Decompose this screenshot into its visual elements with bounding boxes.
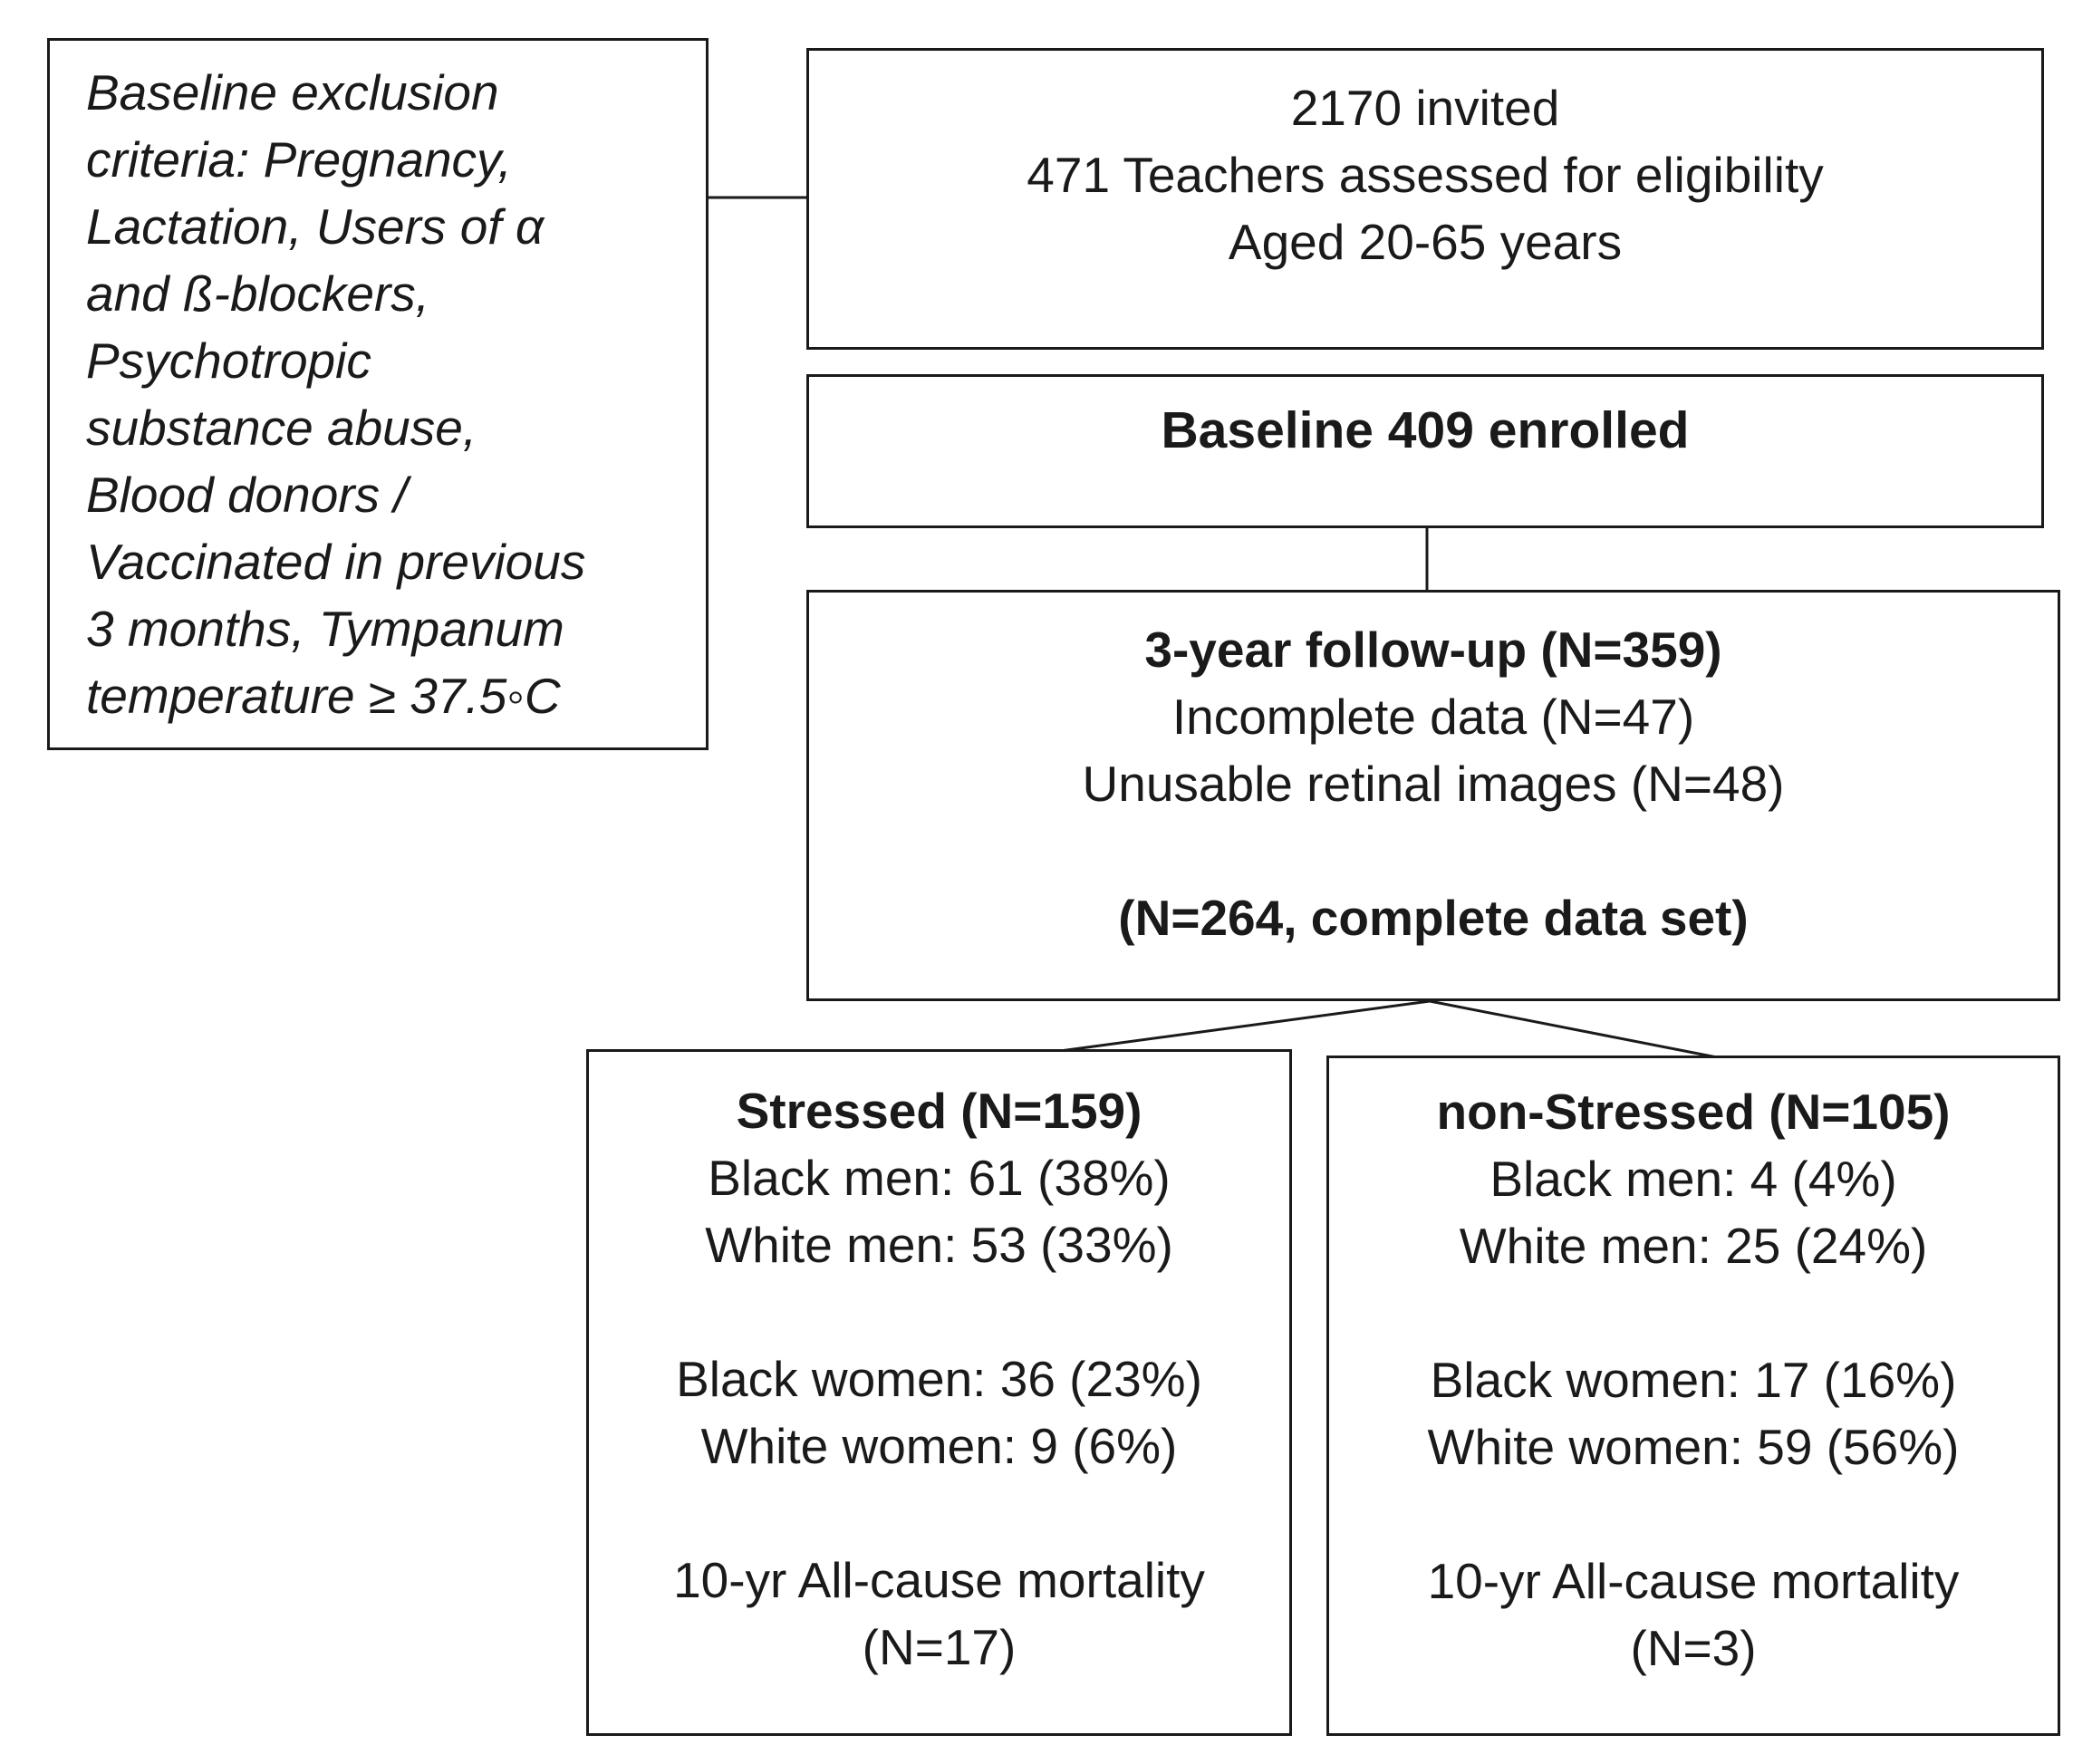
unusable-images: Unusable retinal images (N=48)	[1082, 756, 1785, 812]
non-stressed-mortality-value: (N=3)	[1630, 1620, 1757, 1676]
spacer	[1329, 1279, 2058, 1346]
exclusion-line: Blood donors /	[86, 467, 408, 523]
exclusion-line: and ß-blockers,	[86, 265, 430, 322]
stressed-white-men: White men: 53 (33%)	[705, 1217, 1173, 1273]
stressed-black-men: Black men: 61 (38%)	[708, 1150, 1171, 1206]
stressed-white-women: White women: 9 (6%)	[700, 1418, 1178, 1474]
exclusion-line: Psychotropic	[86, 333, 371, 389]
invited-count: 2170 invited	[1290, 80, 1560, 136]
baseline-title: Baseline 409 enrolled	[1161, 401, 1690, 459]
stressed-group-box: Stressed (N=159) Black men: 61 (38%) Whi…	[586, 1049, 1292, 1736]
exclusion-line: Baseline exclusion	[86, 64, 499, 120]
non-stressed-white-women: White women: 59 (56%)	[1427, 1419, 1960, 1475]
non-stressed-mortality-label: 10-yr All-cause mortality	[1427, 1553, 1960, 1609]
exclusion-line: 3 months, Tympanum	[86, 601, 564, 657]
invited-box: 2170 invited 471 Teachers assessed for e…	[806, 48, 2044, 350]
age-range: Aged 20-65 years	[1228, 214, 1623, 270]
non-stressed-black-men: Black men: 4 (4%)	[1489, 1151, 1897, 1207]
exclusion-line: temperature ≥ 37.5◦C	[86, 668, 561, 724]
assessed-count: 471 Teachers assessed for eligibility	[1027, 147, 1824, 203]
stressed-title: Stressed (N=159)	[736, 1083, 1142, 1139]
exclusion-criteria-box: Baseline exclusion criteria: Pregnancy, …	[47, 38, 709, 750]
non-stressed-black-women: Black women: 17 (16%)	[1430, 1352, 1957, 1408]
incomplete-data: Incomplete data (N=47)	[1171, 689, 1695, 745]
exclusion-line: Vaccinated in previous	[86, 534, 586, 590]
followup-box: 3-year follow-up (N=359) Incomplete data…	[806, 590, 2060, 1001]
complete-data-set: (N=264, complete data set)	[1118, 890, 1749, 946]
spacer	[1329, 1480, 2058, 1547]
non-stressed-white-men: White men: 25 (24%)	[1459, 1218, 1928, 1274]
exclusion-line: substance abuse,	[86, 400, 477, 456]
baseline-enrolled-box: Baseline 409 enrolled	[806, 374, 2044, 528]
connector-followup-to-stressed	[1059, 999, 1431, 1053]
non-stressed-group-box: non-Stressed (N=105) Black men: 4 (4%) W…	[1326, 1056, 2060, 1736]
exclusion-line: Lactation, Users of α	[86, 198, 545, 255]
stressed-black-women: Black women: 36 (23%)	[676, 1351, 1202, 1407]
connector-followup-to-nonstressed	[1429, 999, 1718, 1059]
spacer	[589, 1278, 1289, 1345]
spacer	[589, 1480, 1289, 1547]
stressed-mortality-label: 10-yr All-cause mortality	[673, 1552, 1205, 1608]
stressed-mortality-value: (N=17)	[862, 1619, 1017, 1675]
exclusion-line: criteria: Pregnancy,	[86, 131, 512, 188]
non-stressed-title: non-Stressed (N=105)	[1436, 1084, 1951, 1140]
spacer	[809, 817, 2058, 884]
followup-title: 3-year follow-up (N=359)	[1144, 622, 1722, 678]
